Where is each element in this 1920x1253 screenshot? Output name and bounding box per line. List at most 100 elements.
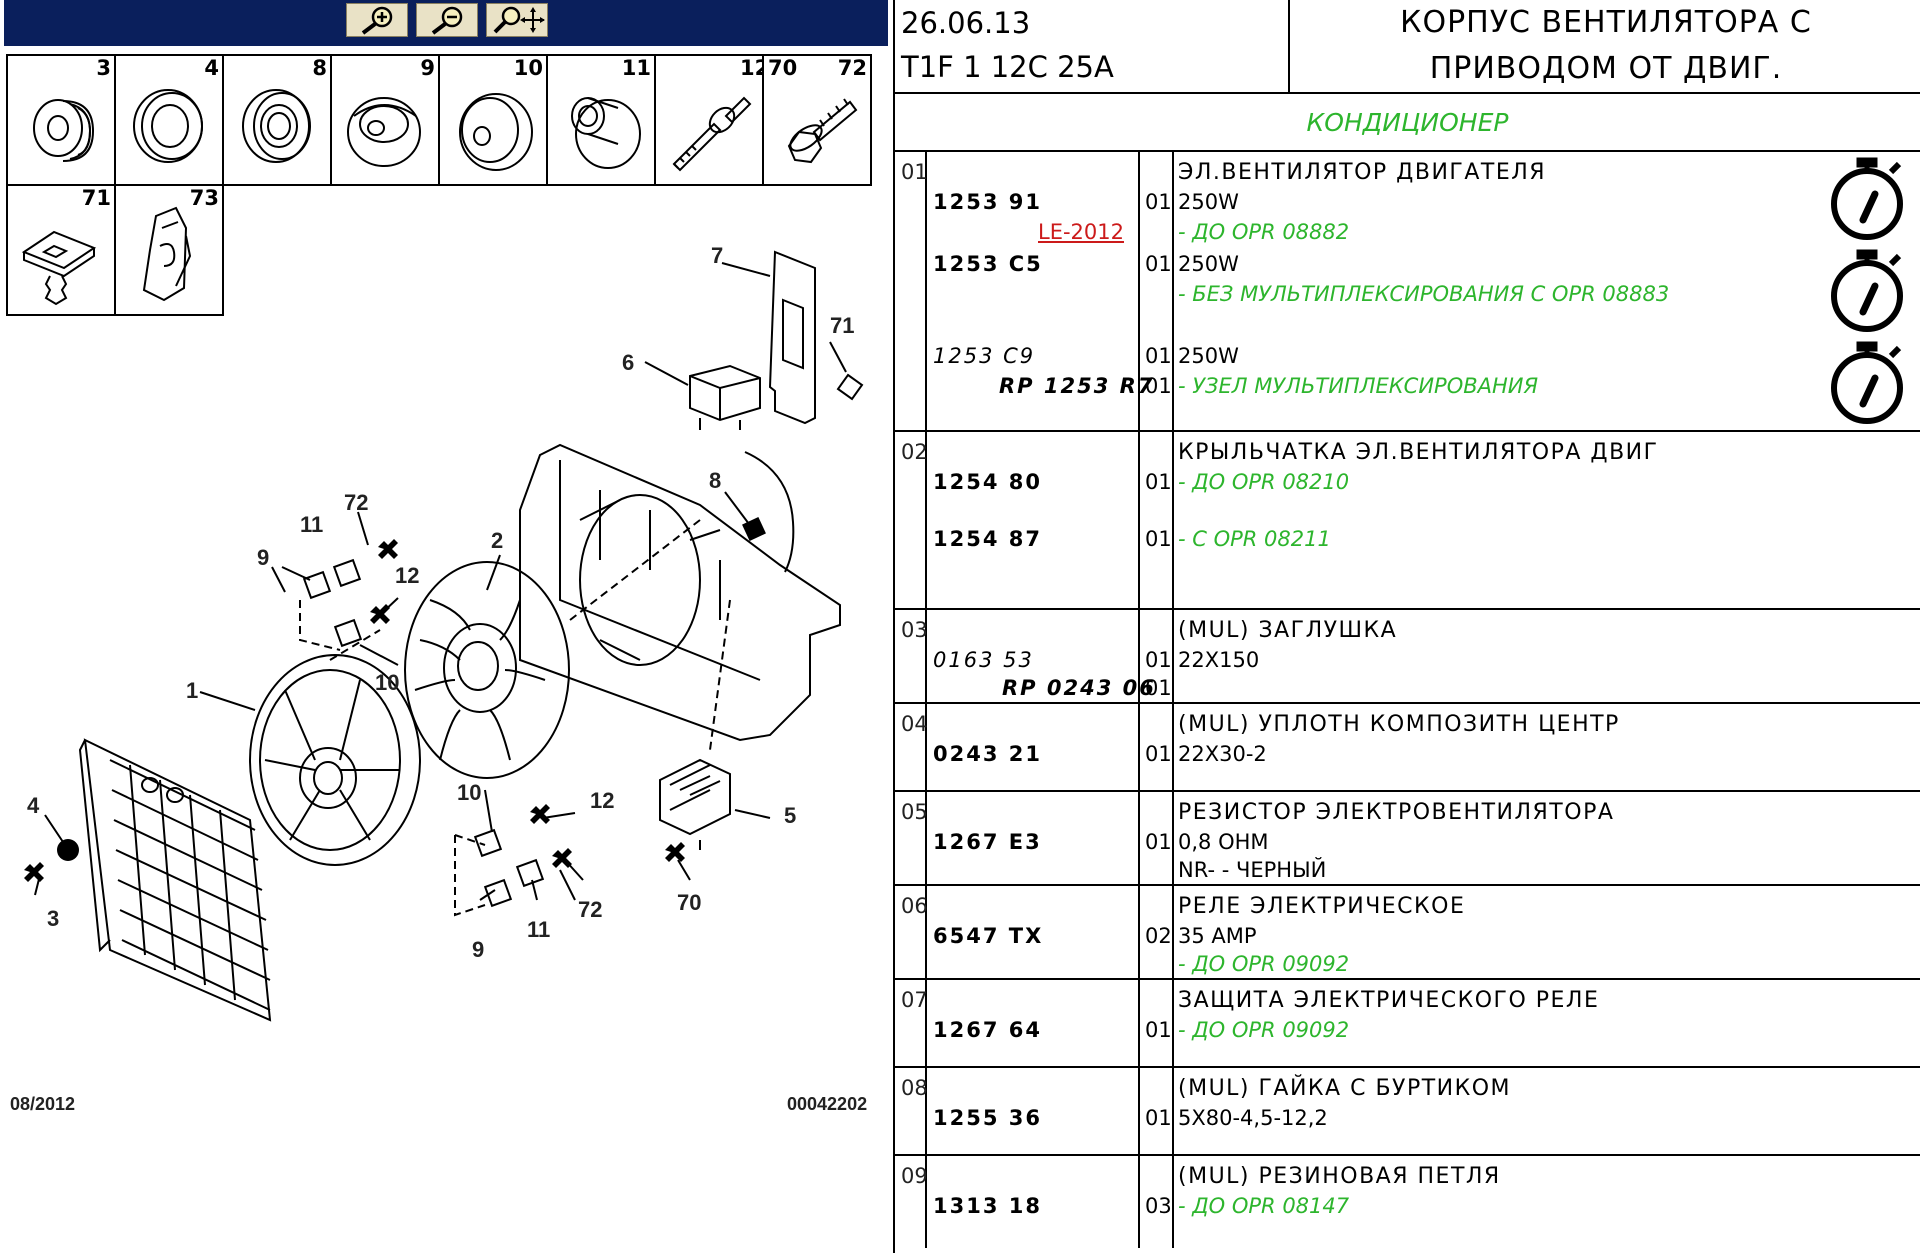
part-reference[interactable]: 1254 80 (933, 470, 1042, 494)
table-row[interactable]: 01 ЭЛ.ВЕНТИЛЯТОР ДВИГАТЕЛЯ 1253 91 01 25… (895, 152, 1920, 432)
callout: 1 (186, 678, 199, 703)
part-reference[interactable]: 0243 21 (933, 742, 1042, 766)
page-title: КОРПУС ВЕНТИЛЯТОРА С ПРИВОДОМ ОТ ДВИГ. (1288, 0, 1920, 92)
thumb-number: 3 (96, 56, 111, 80)
thumb-number: 8 (312, 56, 327, 80)
nut-icon (242, 89, 311, 163)
callout: 12 (590, 788, 615, 813)
thumb-number: 9 (420, 56, 435, 80)
callout: 10 (375, 670, 400, 695)
part-reference[interactable]: 1267 E3 (933, 830, 1042, 854)
replacement-reference[interactable]: RP 0243 06 (1002, 676, 1156, 700)
callout: 3 (47, 906, 60, 931)
part-note: - ДО OPR 08210 (1178, 470, 1350, 494)
parts-header: 26.06.13 T1F 1 12C 25A КОРПУС ВЕНТИЛЯТОР… (895, 0, 1920, 94)
callout: 12 (395, 563, 420, 588)
thumb-number: 72 (837, 56, 867, 80)
title-line: ПРИВОДОМ ОТ ДВИГ. (1429, 51, 1783, 86)
table-row[interactable]: 08 (MUL) ГАЙКА С БУРТИКОМ 1255 36 01 5X8… (895, 1068, 1920, 1156)
callout: 72 (578, 897, 603, 922)
callout: 71 (830, 313, 855, 338)
part-quantity: 03 (1145, 1194, 1172, 1218)
bracket-clip-icon (142, 206, 192, 302)
table-row[interactable]: 04 (MUL) УПЛОТН КОМПОЗИТН ЦЕНТР 0243 21 … (895, 704, 1920, 792)
diagram-date: 08/2012 (10, 1094, 76, 1114)
table-row[interactable]: 02 КРЫЛЬЧАТКА ЭЛ.ВЕНТИЛЯТОРА ДВИГ 1254 8… (895, 432, 1920, 610)
callout: 11 (527, 917, 551, 942)
part-description: ЭЛ.ВЕНТИЛЯТОР ДВИГАТЕЛЯ (1178, 160, 1547, 185)
table-row[interactable]: 07 ЗАЩИТА ЭЛЕКТРИЧЕСКОГО РЕЛЕ 1267 64 01… (895, 980, 1920, 1068)
position-number: 08 (901, 1076, 928, 1100)
part-description: (MUL) ГАЙКА С БУРТИКОМ (1178, 1076, 1512, 1101)
part-description: (MUL) ЗАГЛУШКА (1178, 618, 1398, 643)
thumb-72[interactable]: 70 72 (762, 54, 872, 186)
part-reference[interactable]: 0163 53 (933, 648, 1034, 672)
grommet-icon (347, 97, 421, 167)
part-reference[interactable]: 6547 TX (933, 924, 1044, 948)
le-link[interactable]: LE-2012 (1038, 220, 1124, 244)
thumb-4[interactable]: 4 (114, 54, 224, 186)
part-note: - ДО OPR 08882 (1178, 220, 1350, 244)
thumb-10[interactable]: 10 (438, 54, 548, 186)
part-note: - БЕЗ МУЛЬТИПЛЕКСИРОВАНИЯ С OPR 08883 (1178, 282, 1670, 306)
part-value: 5X80-4,5-12,2 (1178, 1106, 1328, 1130)
callout: 6 (622, 350, 635, 375)
replacement-reference[interactable]: RP 1253 R7 (999, 374, 1155, 398)
zoom-in-button[interactable] (346, 3, 408, 37)
parts-list-panel: 26.06.13 T1F 1 12C 25A КОРПУС ВЕНТИЛЯТОР… (893, 0, 1920, 1253)
thumb-number: 10 (513, 56, 543, 80)
zoom-in-icon (361, 6, 393, 35)
position-number: 06 (901, 894, 928, 918)
zoom-pan-button[interactable] (486, 3, 548, 37)
part-quantity: 02 (1145, 924, 1172, 948)
position-number: 09 (901, 1164, 928, 1188)
position-number: 04 (901, 712, 928, 736)
part-value: 250W (1178, 252, 1239, 276)
thumb-73[interactable]: 73 (114, 184, 224, 316)
thumb-3[interactable]: 3 (6, 54, 116, 186)
stopwatch-icon[interactable] (1829, 246, 1909, 336)
callout: 8 (709, 468, 722, 493)
part-reference[interactable]: 1267 64 (933, 1018, 1042, 1042)
part-reference[interactable]: 1255 36 (933, 1106, 1042, 1130)
part-reference[interactable]: 1253 C5 (933, 252, 1043, 276)
part-value: 250W (1178, 344, 1239, 368)
part-note: - ДО OPR 09092 (1178, 1018, 1350, 1042)
zoom-out-icon (431, 6, 463, 35)
table-row[interactable]: 03 (MUL) ЗАГЛУШКА 0163 53 01 22X150 RP 0… (895, 610, 1920, 704)
part-value: 35 AMP (1178, 924, 1257, 948)
part-reference[interactable]: 1254 87 (933, 527, 1042, 551)
cap-icon (459, 93, 533, 171)
zoom-out-button[interactable] (416, 3, 478, 37)
callout: 9 (472, 937, 485, 962)
thumb-number: 71 (81, 186, 111, 210)
thumb-71[interactable]: 71 (6, 184, 116, 316)
part-value: 250W (1178, 190, 1239, 214)
thumb-11[interactable]: 11 (546, 54, 656, 186)
part-reference[interactable]: 1313 18 (933, 1194, 1042, 1218)
part-value: NR- - ЧЕРНЫЙ (1178, 858, 1327, 882)
zoom-pan-icon (493, 6, 545, 34)
part-description: РЕЗИСТОР ЭЛЕКТРОВЕНТИЛЯТОРА (1178, 800, 1615, 825)
thumb-number: 70 (768, 56, 798, 80)
table-row[interactable]: 09 (MUL) РЕЗИНОВАЯ ПЕТЛЯ 1313 18 03 - ДО… (895, 1156, 1920, 1248)
position-number: 02 (901, 440, 928, 464)
part-description: КРЫЛЬЧАТКА ЭЛ.ВЕНТИЛЯТОРА ДВИГ (1178, 440, 1659, 465)
part-value: 22X150 (1178, 648, 1260, 672)
part-reference[interactable]: 1253 91 (933, 190, 1042, 214)
stopwatch-icon[interactable] (1829, 338, 1909, 428)
part-quantity: 01 (1145, 830, 1172, 854)
thumb-8[interactable]: 8 (222, 54, 332, 186)
thumb-number: 73 (189, 186, 219, 210)
table-row[interactable]: 06 РЕЛЕ ЭЛЕКТРИЧЕСКОЕ 6547 TX 02 35 AMP … (895, 886, 1920, 980)
thumb-9[interactable]: 9 (330, 54, 440, 186)
catalog-date: 26.06.13 (901, 6, 1031, 40)
part-quantity: 01 (1145, 344, 1172, 368)
callout: 4 (27, 793, 40, 818)
part-reference[interactable]: 1253 C9 (933, 344, 1036, 368)
stopwatch-icon[interactable] (1829, 154, 1909, 244)
part-quantity: 01 (1145, 742, 1172, 766)
table-row[interactable]: 05 РЕЗИСТОР ЭЛЕКТРОВЕНТИЛЯТОРА 1267 E3 0… (895, 792, 1920, 886)
thumb-number: 4 (204, 56, 219, 80)
thumb-12-70[interactable]: 12 (654, 54, 769, 186)
